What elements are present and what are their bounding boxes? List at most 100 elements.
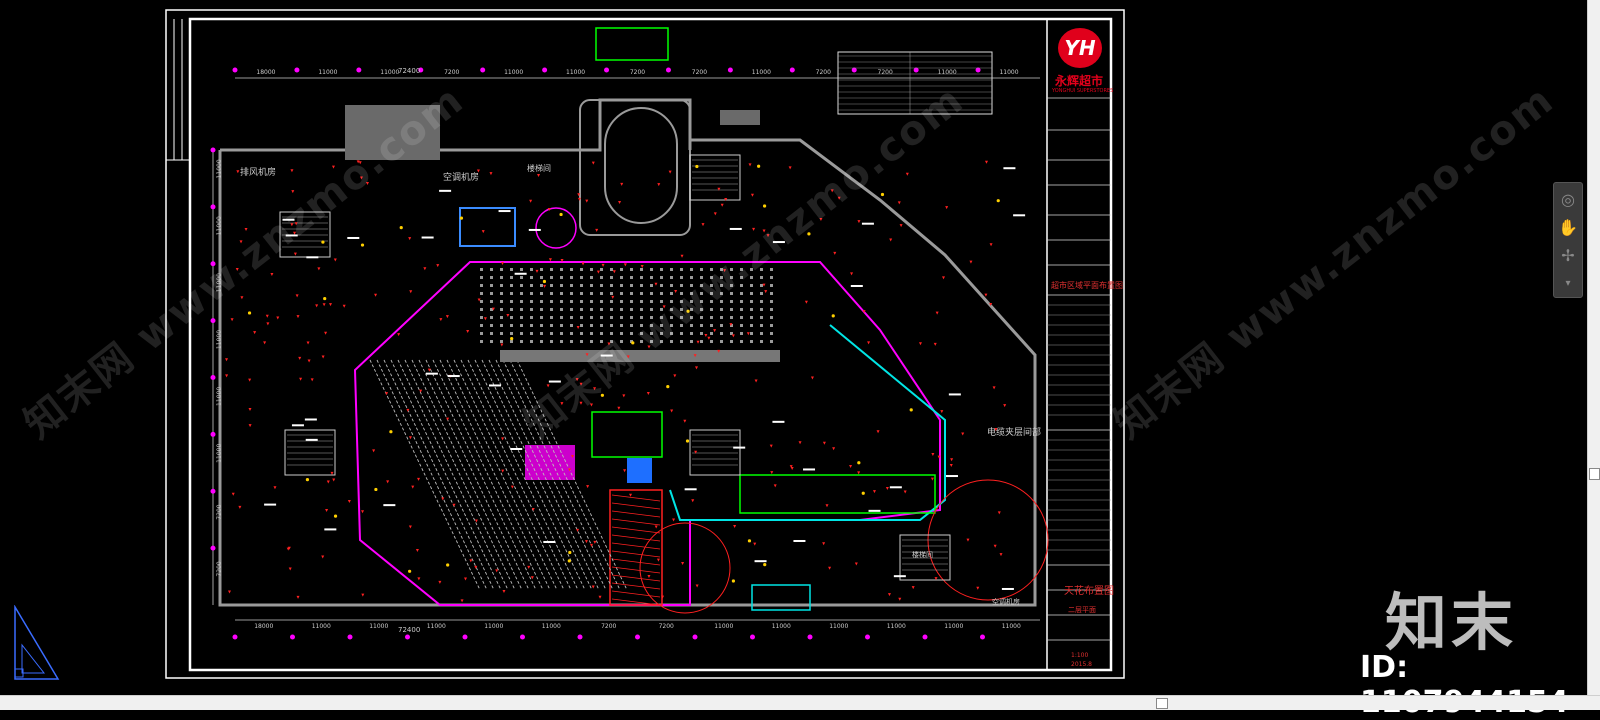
shelf-dot — [590, 268, 593, 271]
downlight — [236, 170, 240, 174]
shelf-dot — [760, 332, 763, 335]
legend-table — [837, 51, 993, 115]
shelf-run — [404, 359, 516, 591]
shelf-dot — [510, 300, 513, 303]
horizontal-scrollbar[interactable] — [0, 695, 1600, 710]
downlight — [593, 387, 597, 391]
red-zone — [609, 489, 663, 606]
downlight — [501, 261, 505, 265]
downlight — [537, 174, 541, 178]
shelf-dot — [520, 332, 523, 335]
linear-light — [447, 375, 460, 378]
vertical-scroll-thumb[interactable] — [1589, 468, 1600, 480]
shelf-dot — [690, 324, 693, 327]
grid-bubble — [210, 318, 216, 324]
shelf-dot — [710, 276, 713, 279]
downlight — [469, 559, 473, 563]
downlight — [657, 183, 661, 187]
shelf-dot — [590, 316, 593, 319]
shelf-dot — [700, 268, 703, 271]
stair-core — [284, 429, 336, 476]
shelf-dot — [550, 300, 553, 303]
linear-light — [1001, 587, 1014, 590]
downlight — [930, 477, 934, 481]
shelf-dot — [610, 316, 613, 319]
downlight — [495, 569, 499, 573]
shelf-dot — [490, 308, 493, 311]
linear-light — [889, 486, 902, 489]
linear-light — [948, 393, 961, 396]
downlight — [850, 272, 854, 276]
shelf-dot — [650, 308, 653, 311]
grid-bubble — [577, 634, 583, 640]
downlight — [535, 269, 539, 273]
downlight — [617, 406, 621, 410]
shelf-dot — [740, 292, 743, 295]
downlight — [940, 410, 944, 414]
linear-light — [1013, 214, 1026, 217]
downlight — [417, 577, 421, 581]
shelf-dot — [750, 268, 753, 271]
downlight — [720, 203, 724, 207]
cyan-room — [751, 584, 811, 611]
more-options-icon[interactable]: ▾ — [1565, 278, 1571, 289]
shelf-dot — [630, 324, 633, 327]
shelf-dot — [680, 268, 683, 271]
pan-hand-icon[interactable]: ✋ — [1558, 218, 1578, 237]
downlight — [905, 172, 909, 176]
grid-bubble — [210, 204, 216, 210]
downlight — [501, 469, 505, 473]
shelf-dot — [500, 308, 503, 311]
downlight — [358, 161, 362, 165]
downlight — [248, 408, 252, 412]
sprinkler — [861, 491, 865, 495]
shelf-dot — [520, 316, 523, 319]
shelf-dot — [520, 324, 523, 327]
downlight — [654, 282, 658, 286]
steering-wheel-icon[interactable]: ◎ — [1561, 190, 1575, 209]
vertical-scrollbar[interactable] — [1587, 0, 1600, 695]
shelf-dot — [500, 300, 503, 303]
shelf-dot — [550, 316, 553, 319]
shelf-run — [397, 359, 509, 591]
downlight — [230, 318, 234, 322]
zoom-icon[interactable]: ✢ — [1561, 246, 1575, 265]
equipment-block — [345, 105, 440, 160]
shelf-dot — [510, 292, 513, 295]
linear-light — [850, 284, 863, 287]
downlight — [406, 408, 410, 412]
shelf-dot — [740, 284, 743, 287]
downlight — [903, 490, 907, 494]
dim-text-top: 11000 — [999, 69, 1018, 76]
shelf-dot — [760, 300, 763, 303]
shelf-dot — [570, 316, 573, 319]
downlight — [586, 485, 590, 489]
downlight — [989, 302, 993, 306]
downlight — [942, 276, 946, 280]
shelf-dot — [710, 316, 713, 319]
downlight — [746, 332, 750, 336]
shelf-dot — [590, 324, 593, 327]
downlight — [969, 260, 973, 264]
downlight — [584, 540, 588, 544]
shelf-dot — [550, 284, 553, 287]
downlight — [670, 409, 674, 413]
horizontal-scroll-thumb[interactable] — [1156, 698, 1168, 709]
shelf-dot — [540, 324, 543, 327]
grid-bubble — [635, 634, 640, 640]
shelf-dot — [630, 292, 633, 295]
shelf-dot — [640, 268, 643, 271]
shelf-dot — [720, 316, 723, 319]
shelf-run — [439, 359, 551, 591]
shelf-dot — [740, 276, 743, 279]
shelf-dot — [690, 292, 693, 295]
shelf-dot — [720, 268, 723, 271]
shelf-dot — [710, 324, 713, 327]
downlight — [612, 270, 616, 274]
red-hatch — [611, 510, 661, 518]
downlight — [427, 368, 431, 372]
downlight — [328, 303, 332, 307]
sprinkler — [996, 199, 1000, 203]
downlight — [238, 505, 242, 509]
